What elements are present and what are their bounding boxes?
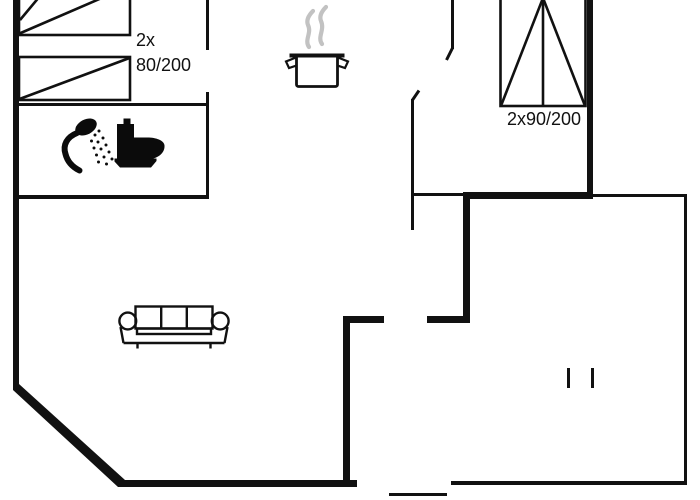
toilet-icon: [114, 118, 165, 168]
wall-hall-bottom-right-segment: [427, 316, 470, 323]
wall-bedroom2-left-vertical: [463, 197, 470, 322]
sofa-armrest-right: [210, 311, 230, 331]
wall-left-exterior: [13, 0, 19, 390]
door-mark-right: [591, 368, 594, 388]
double-bed-icon: [499, 0, 587, 108]
wall-terrace-right: [684, 194, 687, 485]
wall-kitchen-doorjamb-lower: [411, 99, 414, 230]
sofa-seat-band: [135, 327, 213, 336]
single-bed-icons: [17, 0, 132, 102]
wall-hall-bottom-left-segment: [343, 316, 384, 323]
wall-bunkroom-right-upper: [206, 0, 209, 50]
wall-right-exterior: [587, 0, 593, 199]
door-leaf-tip-lower: [411, 89, 421, 101]
wall-terrace-bottom: [451, 481, 687, 485]
wall-bathroom-bottom: [18, 195, 209, 199]
bed-fragment-diagonal: [19, 0, 39, 21]
wall-bedroom2-bottom-horizontal: [463, 192, 593, 199]
sofa-back-cushions: [134, 305, 214, 330]
wall-kitchen-doorjamb-upper: [451, 0, 454, 49]
stove-pot-icon: [284, 53, 350, 88]
wall-livingroom-right-vertical: [343, 322, 350, 484]
shower-spray-dots: [90, 129, 114, 166]
steam-icon: [305, 4, 329, 50]
door-leaf-tip-upper: [445, 47, 454, 61]
sofa-armrest-left: [118, 311, 138, 331]
bunk-bed-size-label: 2x 80/200: [136, 28, 191, 78]
sofa-icon: [118, 305, 230, 349]
wall-terrace-top: [593, 194, 687, 197]
door-mark-left: [567, 368, 570, 388]
walls-interior: [18, 0, 687, 496]
wall-hall-top-thin: [411, 193, 465, 196]
wall-bottom-thick: [118, 480, 357, 487]
terrace-door-threshold: [389, 493, 447, 496]
shower-icon: [61, 118, 114, 174]
double-bed-size-label: 2x90/200: [506, 109, 582, 129]
walls-exterior: [13, 0, 593, 487]
wall-bathroom-top: [18, 103, 209, 106]
single-bed-icon-1: [17, 0, 132, 37]
single-bed-icon-2: [17, 55, 132, 102]
wall-chamfer-corner: [13, 384, 125, 487]
pot-body: [295, 53, 339, 88]
wall-bathroom-right: [206, 92, 209, 199]
bunk-bed-size-line2: 80/200: [136, 55, 192, 75]
bunk-bed-size-line1: 2x: [136, 30, 156, 50]
